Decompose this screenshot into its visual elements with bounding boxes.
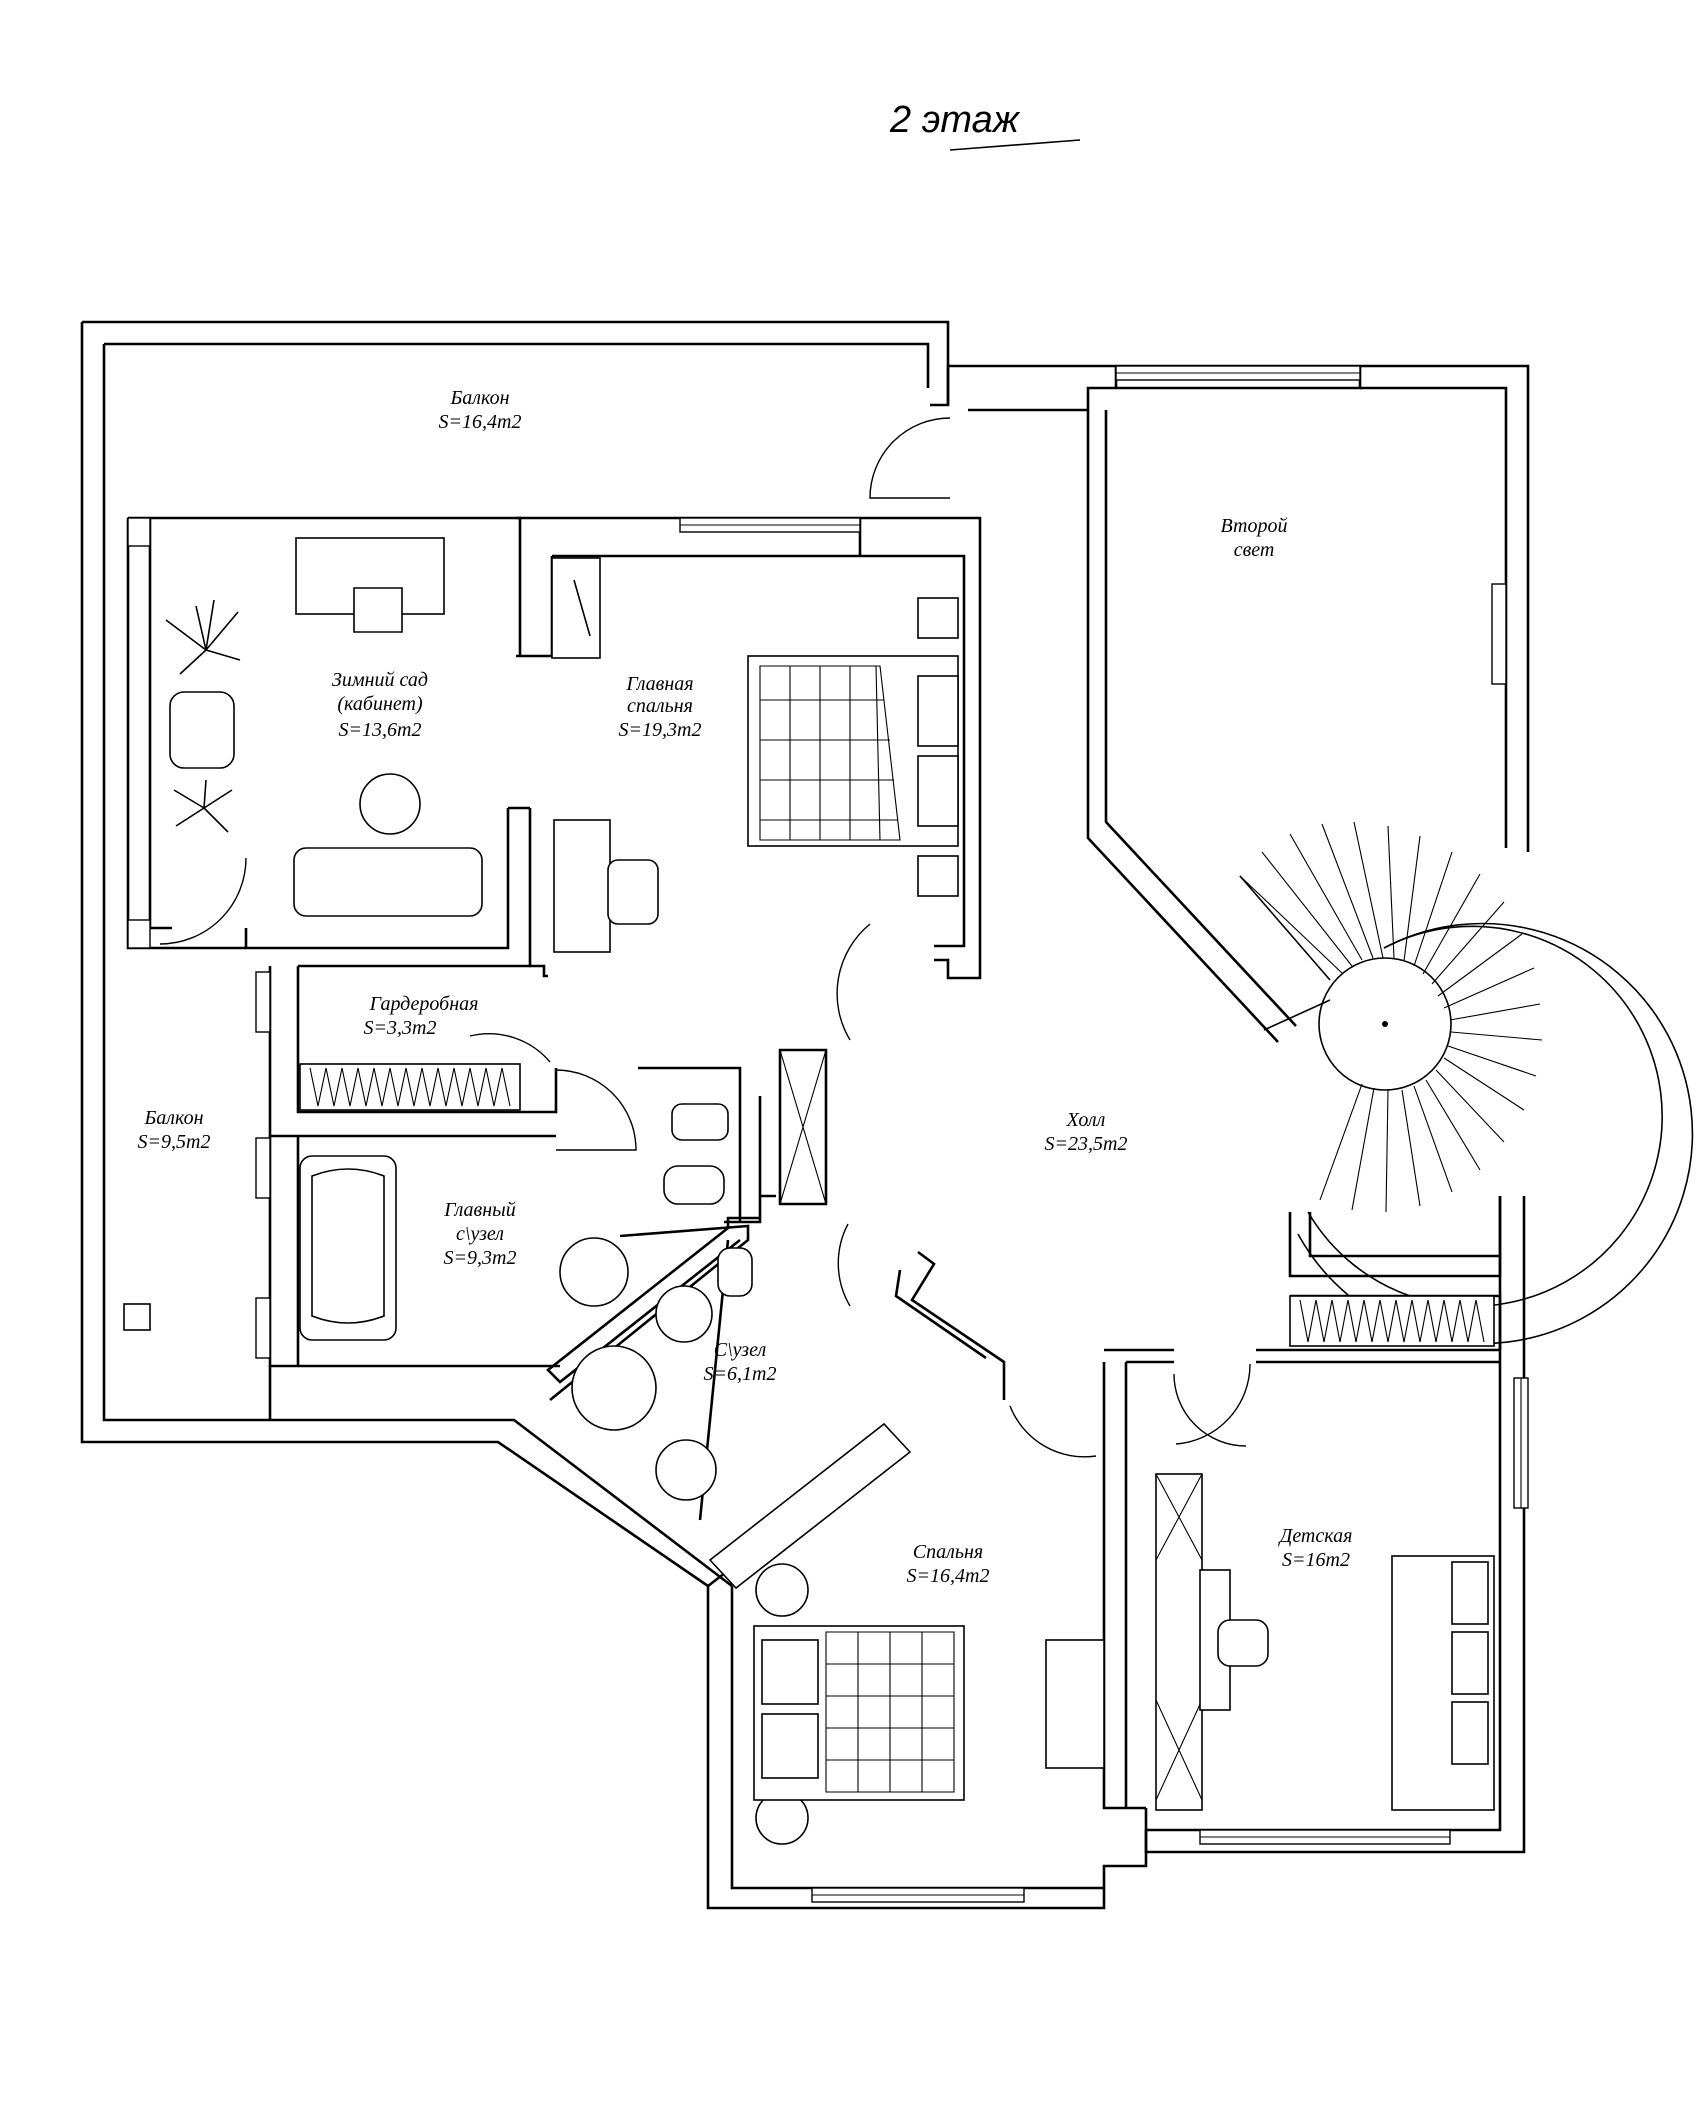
room-name: Балкон — [143, 1107, 203, 1129]
label-master-bedroom: Главная спальня S=19,3m2 — [619, 673, 702, 741]
room-name-secondary: с\узел — [456, 1223, 504, 1245]
label-bath: С\узел S=6,1m2 — [704, 1339, 777, 1385]
floor-title: 2 этаж — [889, 99, 1081, 151]
room-area: S=6,1m2 — [704, 1363, 777, 1385]
room-name: Зимний сад — [332, 669, 428, 691]
chair-icon — [607, 859, 659, 925]
wardrobe-icon — [551, 557, 601, 659]
room-area: свет — [1234, 539, 1275, 561]
room-area: S=23,5m2 — [1045, 1133, 1128, 1155]
label-balcony-top: Балкон S=16,4m2 — [439, 387, 522, 433]
shower-icon — [571, 1345, 657, 1431]
pillow-icon — [1451, 1631, 1489, 1695]
pillow-icon — [917, 755, 959, 827]
label-second-light: Второй свет — [1221, 515, 1288, 561]
room-name: Главный — [443, 1199, 515, 1221]
stair-treads — [1239, 821, 1543, 1213]
closet-icon — [708, 1422, 912, 1590]
toilet-icon — [717, 1247, 753, 1297]
toilet-icon — [671, 1103, 729, 1141]
spiral-staircase — [1239, 821, 1694, 1345]
chair-icon — [1217, 1619, 1269, 1667]
room-area: S=9,5m2 — [138, 1131, 211, 1153]
sink-icon — [655, 1439, 717, 1501]
dresser-icon — [1045, 1639, 1105, 1769]
label-master-bath: Главный с\узел S=9,3m2 — [443, 1199, 516, 1269]
label-bedroom: Спальня S=16,4m2 — [907, 1541, 990, 1587]
sink-icon — [559, 1237, 629, 1307]
bedspread-icon — [825, 1631, 955, 1793]
plant-icon — [165, 599, 241, 833]
pillow-icon — [1451, 1701, 1489, 1765]
shelf-icon — [1155, 1473, 1203, 1811]
room-name: Главная — [625, 673, 693, 695]
bedspread-icon — [759, 665, 901, 841]
furniture — [123, 537, 1495, 1845]
nightstand-icon — [917, 855, 959, 897]
nightstand-icon — [755, 1563, 809, 1617]
sofa-icon — [293, 847, 483, 917]
label-hall: Холл S=23,5m2 — [1045, 1109, 1128, 1155]
chair-icon — [353, 587, 403, 633]
desk-icon — [553, 819, 611, 953]
room-name: Второй — [1221, 515, 1288, 537]
label-balcony-left: Балкон S=9,5m2 — [138, 1107, 211, 1153]
doors — [159, 417, 1251, 1458]
pillow-icon — [917, 675, 959, 747]
room-name: Балкон — [449, 387, 509, 409]
room-name-secondary: спальня — [627, 695, 693, 717]
room-area: S=13,6m2 — [339, 719, 422, 741]
bidet-icon — [663, 1165, 725, 1205]
room-area: S=16m2 — [1282, 1549, 1350, 1571]
nightstand-icon — [917, 597, 959, 639]
room-area: S=16,4m2 — [439, 411, 522, 433]
room-name: С\узел — [714, 1339, 767, 1361]
room-labels: Балкон S=16,4m2 Второй свет Зимний сад (… — [138, 387, 1353, 1587]
room-name: Гардеробная — [369, 993, 479, 1015]
label-kids-room: Детская S=16m2 — [1278, 1525, 1353, 1571]
round-table-icon — [359, 773, 421, 835]
floor-title-text: 2 этаж — [889, 99, 1021, 141]
windows — [127, 365, 1529, 1903]
label-wardrobe: Гардеробная S=3,3m2 — [364, 993, 479, 1039]
stair-center-dot — [1382, 1021, 1388, 1027]
room-name: Холл — [1066, 1109, 1106, 1131]
room-name-secondary: (кабинет) — [337, 693, 423, 715]
armchair-icon — [169, 691, 235, 769]
room-area: S=9,3m2 — [444, 1247, 517, 1269]
room-area: S=16,4m2 — [907, 1565, 990, 1587]
label-winter-garden: Зимний сад (кабинет) S=13,6m2 — [332, 669, 428, 741]
title-underline — [949, 139, 1081, 151]
pillow-icon — [1451, 1561, 1489, 1625]
pillow-icon — [761, 1713, 819, 1779]
pillow-icon — [761, 1639, 819, 1705]
room-area: S=19,3m2 — [619, 719, 702, 741]
room-name: Детская — [1278, 1525, 1353, 1547]
bathtub-icon — [299, 1155, 397, 1341]
room-name: Спальня — [913, 1541, 983, 1563]
column-icon — [123, 1303, 151, 1331]
room-area: S=3,3m2 — [364, 1017, 437, 1039]
bidet-icon — [655, 1285, 713, 1343]
